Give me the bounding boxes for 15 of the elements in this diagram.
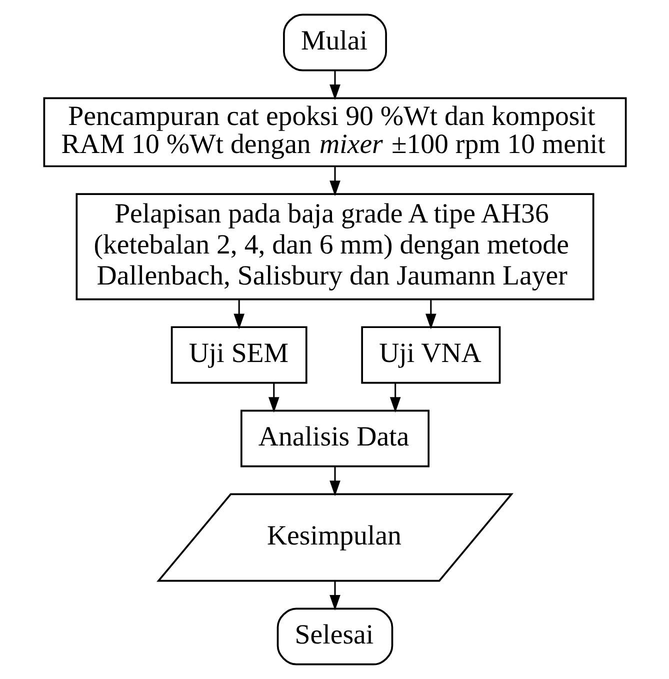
node-box: Selesai	[276, 608, 393, 666]
node-box: Uji VNA	[360, 326, 500, 384]
arrow	[268, 383, 279, 413]
node-box: Mulai	[282, 14, 386, 72]
arrow	[329, 466, 340, 496]
arrow	[329, 581, 340, 610]
node-box: Pencampuran cat epoksi 90 %Wt dan komposit RAM 10 %Wt dengan mixer ±100 rpm 10 menit	[42, 97, 626, 168]
arrow	[329, 70, 340, 100]
arrow	[329, 166, 340, 196]
arrow	[233, 300, 244, 330]
node-box: Uji SEM	[170, 326, 307, 384]
node-box: Analisis Data	[240, 410, 430, 468]
arrow	[424, 300, 436, 330]
arrow	[389, 383, 400, 413]
node-box: Pelapisan pada baja grade A tipe AH36 (ketebalan 2, 4, dan 6 mm) dengan metode Dallenbach, Salisbury dan Jaumann Layer	[75, 193, 594, 300]
